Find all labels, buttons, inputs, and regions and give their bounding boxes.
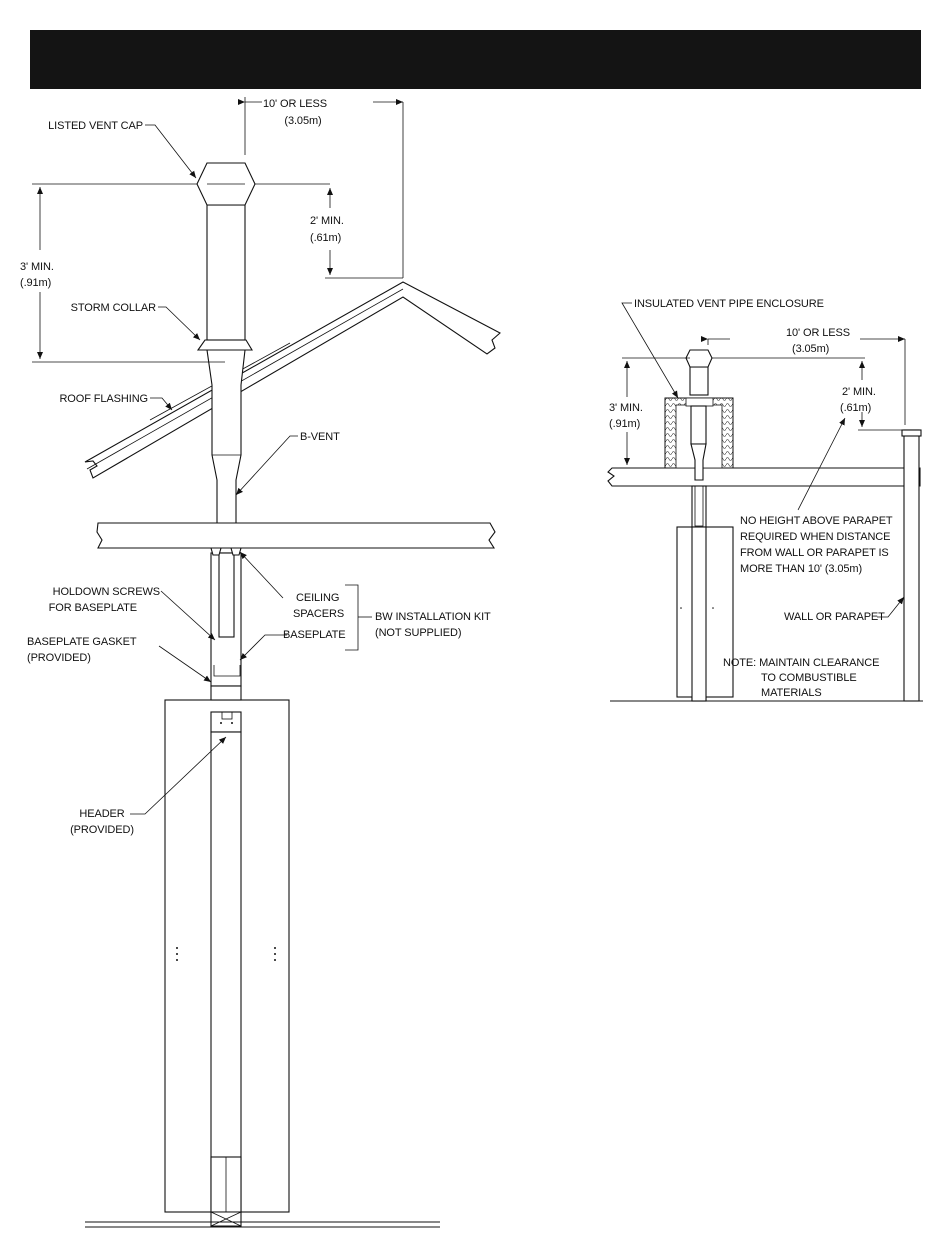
roof — [84, 281, 501, 479]
header-label-2: (PROVIDED) — [70, 824, 134, 836]
note-label-1: NOTE: MAINTAIN CLEARANCE — [723, 657, 879, 669]
parapet-label-3: FROM WALL OR PARAPET IS — [740, 547, 889, 559]
left-min3-2: (.91m) — [20, 277, 51, 289]
gasket-label-2: (PROVIDED) — [27, 652, 91, 664]
left-diagram: 10' OR LESS (3.05m) LISTED VENT CAP 2' M… — [20, 97, 501, 1228]
flat-roof — [607, 467, 921, 487]
header-block — [210, 711, 242, 733]
right-min2-1: 2' MIN. — [842, 386, 876, 398]
right-dim-top-1: 10' OR LESS — [786, 327, 850, 339]
left-min2-1: 2' MIN. — [310, 215, 344, 227]
right-min3-1: 3' MIN. — [609, 402, 643, 414]
note-label-3: MATERIALS — [761, 687, 822, 699]
parapet-label-2: REQUIRED WHEN DISTANCE — [740, 531, 890, 543]
ceiling-joist — [96, 522, 496, 549]
roof-flashing-label: ROOF FLASHING — [59, 393, 148, 405]
kit-label-2: (NOT SUPPLIED) — [375, 627, 461, 639]
right-diagram: INSULATED VENT PIPE ENCLOSURE 10' OR LES… — [607, 298, 923, 702]
gasket-label-1: BASEPLATE GASKET — [27, 636, 137, 648]
left-min2-2: (.61m) — [310, 232, 341, 244]
left-dim-top-2: (3.05m) — [284, 115, 321, 127]
enclosure-label: INSULATED VENT PIPE ENCLOSURE — [634, 298, 824, 310]
ceiling-label-1: CEILING — [296, 592, 339, 604]
vent-pipe — [206, 204, 246, 549]
kit-label-1: BW INSTALLATION KIT — [375, 611, 491, 623]
left-dim-top-1: 10' OR LESS — [263, 98, 327, 110]
storm-collar-label: STORM COLLAR — [71, 302, 157, 314]
parapet-label-1: NO HEIGHT ABOVE PARAPET — [740, 515, 893, 527]
right-dim-top-2: (3.05m) — [792, 343, 829, 355]
baseplate-label: BASEPLATE — [283, 629, 345, 641]
vent-cap-label: LISTED VENT CAP — [48, 120, 143, 132]
b-vent-label: B-VENT — [300, 431, 340, 443]
parapet-wall — [901, 429, 922, 702]
baseplate-assembly — [210, 547, 242, 701]
holdown-label-1: HOLDOWN SCREWS — [53, 586, 160, 598]
storm-collar — [196, 339, 253, 351]
parapet-label-4: MORE THAN 10' (3.05m) — [740, 563, 862, 575]
header-bar — [30, 30, 921, 89]
holdown-label-2: FOR BASEPLATE — [49, 602, 137, 614]
left-min3-1: 3' MIN. — [20, 261, 54, 273]
note-label-2: TO COMBUSTIBLE — [761, 672, 857, 684]
right-min2-2: (.61m) — [840, 402, 871, 414]
wall-label: WALL OR PARAPET — [784, 611, 885, 623]
right-min3-2: (.91m) — [609, 418, 640, 430]
ceiling-label-2: SPACERS — [293, 608, 344, 620]
header-label-1: HEADER — [79, 808, 124, 820]
